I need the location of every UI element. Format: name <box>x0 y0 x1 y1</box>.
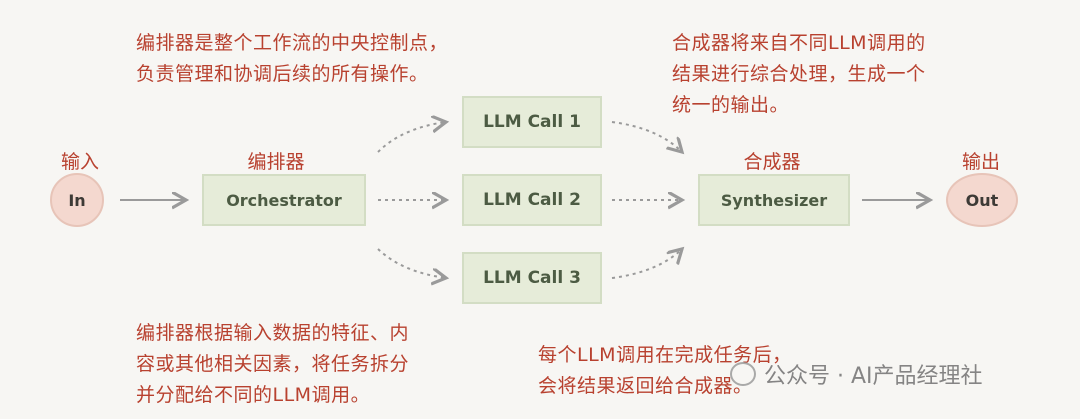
input-label: 输入 <box>60 151 99 173</box>
dispatch-description: 编排器根据输入数据的特征、内 容或其他相关因素，将任务拆分 并分配给不同的LLM… <box>136 322 410 406</box>
synthesizer-label: 合成器 <box>743 151 801 173</box>
llm-call-1-node: LLM Call 1 <box>462 96 602 148</box>
llm-call-1-text: LLM Call 1 <box>483 112 581 132</box>
orchestrator-node-text: Orchestrator <box>226 190 342 210</box>
llm-call-2-text: LLM Call 2 <box>483 190 581 210</box>
orchestrator-node: Orchestrator <box>202 174 366 226</box>
orchestrator-label: 编排器 <box>247 151 305 173</box>
arrow-orchestrator-to-call3 <box>377 248 446 278</box>
arrow-call1-to-synthesizer <box>611 121 682 152</box>
synthesizer-node: Synthesizer <box>698 174 850 226</box>
synthesizer-node-text: Synthesizer <box>720 190 828 210</box>
synthesizer-description: 合成器将来自不同LLM调用的 结果进行综合处理，生成一个 统一的输出。 <box>672 32 926 116</box>
orchestrator-description: 编排器是整个工作流的中央控制点， 负责管理和协调后续的所有操作。 <box>136 32 449 85</box>
return-description: 每个LLM调用在完成任务后， 会将结果返回给合成器。 <box>538 344 792 397</box>
output-label: 输出 <box>961 151 1000 173</box>
llm-call-2-node: LLM Call 2 <box>462 174 602 226</box>
llm-call-3-text: LLM Call 3 <box>483 268 581 288</box>
wechat-logo-icon <box>730 362 756 386</box>
output-node: Out <box>946 173 1018 227</box>
arrow-orchestrator-to-call1 <box>377 122 446 153</box>
arrow-call3-to-synthesizer <box>611 249 682 279</box>
output-node-text: Out <box>965 190 999 210</box>
input-node-text: In <box>68 190 86 210</box>
watermark-text: 公众号 · AI产品经理社 <box>764 364 983 389</box>
input-node: In <box>50 173 104 227</box>
watermark: 公众号 · AI产品经理社 <box>730 358 983 390</box>
llm-call-3-node: LLM Call 3 <box>462 252 602 304</box>
